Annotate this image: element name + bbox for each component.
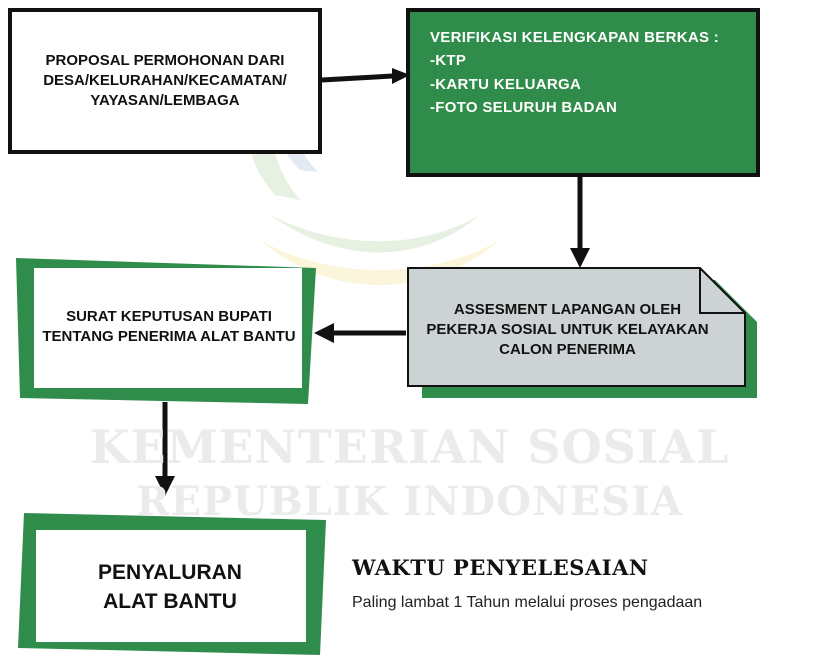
verification-heading: VERIFIKASI KELENGKAPAN BERKAS : bbox=[430, 29, 720, 46]
verification-text: VERIFIKASI KELENGKAPAN BERKAS : -KTP -KA… bbox=[430, 26, 740, 119]
verification-item-photo: -FOTO SELURUH BADAN bbox=[430, 98, 618, 116]
verification-item-ktp: -KTP bbox=[430, 52, 467, 70]
arrow-assessment-to-decree bbox=[314, 323, 406, 343]
distribution-box bbox=[18, 513, 326, 655]
watermark-line-1: KEMENTERIAN SOSIAL bbox=[89, 420, 730, 474]
verification-item-kk: -KARTU KELUARGA bbox=[430, 75, 582, 93]
decree-box bbox=[16, 258, 316, 404]
completion-detail: Paling lambat 1 Tahun melalui proses pen… bbox=[352, 594, 703, 611]
arrow-decree-to-distribution bbox=[155, 402, 175, 496]
proposal-text: PROPOSAL PERMOHONAN DARI DESA/KELURAHAN/… bbox=[43, 52, 287, 109]
distribution-text: PENYALURAN ALAT BANTU bbox=[98, 560, 242, 613]
watermark-line-2: REPUBLIK INDONESIA bbox=[136, 478, 683, 525]
verification-box bbox=[406, 8, 760, 177]
assessment-document bbox=[407, 267, 757, 398]
proposal-box bbox=[8, 8, 322, 154]
completion-title: WAKTU PENYELESAIAN bbox=[352, 555, 649, 580]
arrow-verification-to-assessment bbox=[570, 177, 590, 268]
arrow-proposal-to-verification bbox=[321, 68, 410, 84]
assessment-text: ASSESMENT LAPANGAN OLEH PEKERJA SOSIAL U… bbox=[426, 301, 709, 358]
decree-text: SURAT KEPUTUSAN BUPATI TENTANG PENERIMA … bbox=[42, 308, 296, 345]
